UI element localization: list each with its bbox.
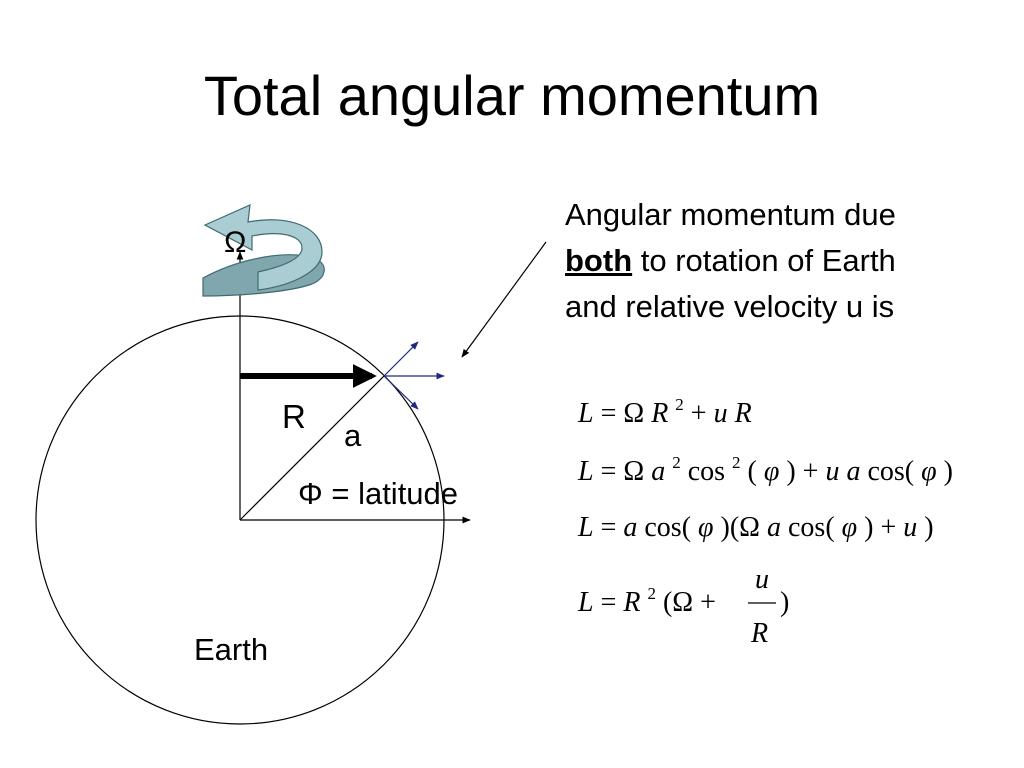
- eq1-equals: =: [601, 398, 624, 429]
- eq2-paren-open: (: [748, 456, 757, 487]
- eq1-r2: R: [734, 398, 752, 429]
- eq2-u: u: [825, 456, 839, 487]
- eq3-u: u: [903, 512, 917, 543]
- eq3-plus: ) +: [864, 512, 903, 543]
- eq2-paren-close: ): [786, 456, 795, 487]
- eq4-lhs: L: [577, 587, 594, 618]
- eq2-phi2: φ: [921, 456, 937, 487]
- eq2-lhs: L: [577, 456, 594, 487]
- eq4-open: (Ω +: [663, 587, 716, 618]
- phi-symbol: Φ: [298, 476, 323, 511]
- eq3-phi2: φ: [842, 512, 858, 543]
- latitude-label: Φ = latitude: [298, 476, 458, 511]
- omega-label: Ω: [224, 226, 246, 259]
- earth-label: Earth: [194, 632, 268, 667]
- eq4-exp: 2: [647, 584, 656, 603]
- slide-title: Total angular momentum: [203, 64, 821, 127]
- eq2-plus: +: [803, 456, 826, 487]
- eq2-cos2: cos(: [867, 456, 914, 487]
- equation-2: L = Ω a 2 cos 2 ( φ ) + u a cos( φ ): [577, 444, 953, 487]
- eq2-omega: Ω: [623, 456, 644, 487]
- eq4-r: R: [622, 587, 640, 618]
- eq1-plus: +: [691, 398, 714, 429]
- description-line-1: Angular momentum due: [565, 197, 896, 232]
- eq2-exp2: 2: [732, 453, 741, 472]
- eq2-a: a: [651, 456, 665, 487]
- velocity-vector-up: [383, 341, 419, 377]
- eq3-equals: =: [601, 512, 624, 543]
- eq2-a2: a: [846, 456, 860, 487]
- latitude-text: = latitude: [323, 476, 458, 511]
- eq3-cos: cos(: [644, 512, 691, 543]
- eq2-cos: cos: [688, 456, 725, 487]
- eq3-cos2: cos(: [788, 512, 835, 543]
- equation-4: L = R 2 (Ω + u R ): [577, 564, 789, 649]
- eq3-a: a: [623, 512, 637, 543]
- earth-radius-line: [239, 375, 385, 521]
- equation-1: L = Ω R 2 + u R: [577, 386, 752, 429]
- eq2-equals: =: [601, 456, 624, 487]
- eq4-equals: =: [601, 587, 624, 618]
- eq1-lhs: L: [577, 398, 594, 429]
- rotation-arrow-icon: [202, 204, 325, 297]
- eq2-exp1: 2: [672, 453, 681, 472]
- description-line-3: and relative velocity u is: [565, 289, 895, 324]
- eq1-u: u: [714, 398, 728, 429]
- eq3-mid: )(Ω: [721, 512, 760, 543]
- pointer-arrow: [461, 241, 547, 358]
- eq3-a2: a: [767, 512, 781, 543]
- eq1-omega: Ω: [623, 398, 644, 429]
- eq2-paren-close2: ): [944, 456, 953, 487]
- eq4-close: ): [780, 587, 789, 618]
- description-emphasis: both: [565, 243, 633, 278]
- eq3-phi: φ: [698, 512, 714, 543]
- eq3-lhs: L: [577, 512, 594, 543]
- description-line-2-rest: to rotation of Earth: [632, 243, 896, 278]
- eq3-close: ): [924, 512, 933, 543]
- a-label: a: [344, 418, 362, 453]
- eq1-r: R: [650, 398, 668, 429]
- eq4-denominator: R: [750, 618, 768, 649]
- eq4-numerator: u: [755, 564, 769, 595]
- eq1-exp: 2: [675, 395, 684, 414]
- equation-3: L = a cos( φ )(Ω a cos( φ ) + u ): [577, 512, 934, 543]
- eq2-phi: φ: [764, 456, 780, 487]
- radius-label: R: [282, 398, 306, 435]
- description-text: Angular momentum due both to rotation of…: [565, 192, 1005, 330]
- velocity-vector-down: [383, 375, 419, 410]
- equation-4-main: L = R 2 (Ω +: [577, 575, 716, 618]
